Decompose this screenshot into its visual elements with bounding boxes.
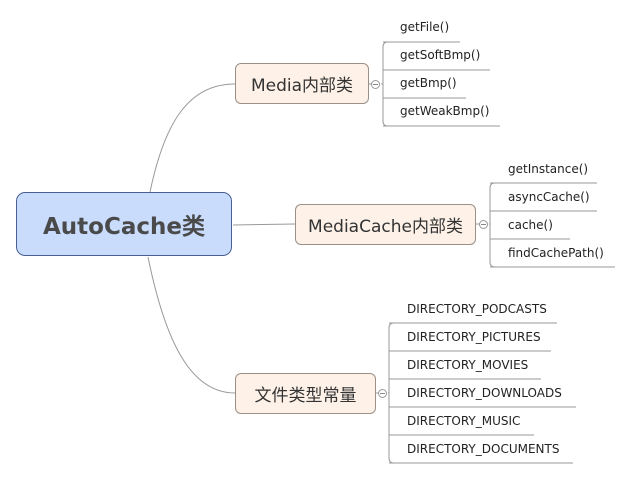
connector-root-constants [147, 256, 236, 394]
bracket-mediacache [489, 182, 615, 268]
branch-label: MediaCache内部类 [308, 217, 463, 237]
branch-file-type-constants[interactable]: 文件类型常量 [235, 373, 376, 414]
leaf-node[interactable]: DIRECTORY_DOCUMENTS [407, 442, 560, 456]
collapse-toggle-icon[interactable] [378, 389, 387, 398]
branch-media[interactable]: Media内部类 [235, 63, 369, 104]
connector-root-mediacache [232, 223, 296, 226]
leaf-node[interactable]: DIRECTORY_MUSIC [407, 414, 521, 428]
connector-root-media [149, 83, 236, 193]
collapse-toggle-icon[interactable] [479, 220, 488, 229]
leaf-node[interactable]: getInstance() [508, 162, 589, 176]
leaf-node[interactable]: getFile() [400, 20, 450, 34]
leaf-node[interactable]: asyncCache() [508, 190, 590, 204]
branch-mediacache[interactable]: MediaCache内部类 [295, 204, 476, 245]
leaf-node[interactable]: DIRECTORY_PICTURES [407, 330, 541, 344]
leaf-node[interactable]: getBmp() [400, 76, 457, 90]
leaf-node[interactable]: cache() [508, 218, 553, 232]
bracket-media [381, 41, 500, 127]
bracket-constants [388, 322, 576, 464]
collapse-toggle-icon[interactable] [371, 80, 380, 89]
branch-label: 文件类型常量 [254, 386, 357, 406]
root-node[interactable]: AutoCache类 [16, 192, 232, 256]
leaf-node[interactable]: getSoftBmp() [400, 48, 481, 62]
root-label: AutoCache类 [43, 214, 205, 240]
leaf-node[interactable]: DIRECTORY_MOVIES [407, 358, 529, 372]
leaf-node[interactable]: findCachePath() [508, 246, 604, 260]
branch-label: Media内部类 [250, 76, 354, 96]
leaf-node[interactable]: DIRECTORY_DOWNLOADS [407, 386, 562, 400]
leaf-node[interactable]: DIRECTORY_PODCASTS [407, 302, 547, 316]
leaf-node[interactable]: getWeakBmp() [400, 104, 490, 118]
